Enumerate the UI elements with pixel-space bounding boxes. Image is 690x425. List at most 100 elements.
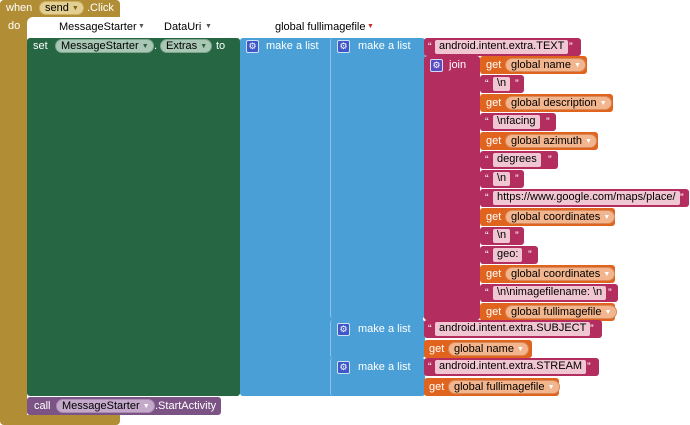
text-value[interactable]: \n [493, 229, 511, 243]
chevron-down-icon: ▼ [604, 309, 612, 316]
get-variable-text: global description [511, 97, 597, 109]
get-label: get [486, 306, 502, 318]
quote-open-icon: “ [485, 173, 489, 185]
chevron-down-icon: ▼ [574, 62, 581, 69]
quote-open-icon: “ [485, 78, 489, 90]
chevron-down-icon: ▼ [138, 23, 145, 30]
quote-close-icon: ” [528, 249, 532, 261]
event-name-label: .Click [87, 2, 114, 14]
get-label: get [486, 211, 502, 223]
quote-close-icon: ” [608, 287, 612, 299]
list2-make-a-list-block[interactable] [330, 320, 425, 358]
set-dot: . [154, 40, 158, 52]
get-variable-text: global name [454, 343, 514, 355]
gear-icon[interactable]: ⚙ [337, 323, 350, 336]
chevron-down-icon: ▼ [141, 43, 149, 50]
outer-list-label: make a list [266, 40, 319, 52]
do-label: do [8, 20, 21, 32]
set-extras-block[interactable] [27, 38, 240, 396]
quote-open-icon: “ [485, 249, 489, 261]
list1-key-text[interactable]: android.intent.extra.TEXT [435, 40, 569, 54]
header-component-label[interactable]: MessageStarter [59, 21, 137, 33]
set-component-dropdown[interactable]: MessageStarter ▼ [55, 39, 154, 53]
call-label: call [34, 400, 51, 412]
gear-icon[interactable]: ⚙ [246, 40, 259, 53]
chevron-down-icon: ▼ [517, 346, 524, 353]
text-value[interactable]: degrees [493, 153, 541, 167]
quote-close-icon: ” [515, 230, 519, 242]
list1-label: make a list [358, 40, 411, 52]
quote-close-icon: ” [515, 78, 519, 90]
join-label: join [449, 59, 467, 71]
get-label: get [486, 268, 502, 280]
set-label: set [33, 40, 48, 52]
quote-close-icon: ” [569, 41, 573, 53]
set-property-text: Extras [166, 40, 198, 52]
chevron-down-icon: ▼ [585, 138, 592, 145]
chevron-down-icon: ▼ [367, 23, 374, 30]
get-label: get [429, 343, 445, 355]
quote-open-icon: “ [485, 154, 489, 166]
get-variable-text: global name [511, 59, 571, 71]
call-component-text: MessageStarter [62, 400, 140, 412]
header-property-label[interactable]: DataUri [164, 21, 202, 33]
quote-close-icon: ” [587, 361, 591, 373]
quote-close-icon: ” [590, 323, 594, 335]
call-method-label: .StartActivity [155, 400, 217, 412]
list1-make-a-list-block[interactable] [330, 38, 425, 318]
get-variable-text: global fullimagefile [454, 381, 545, 393]
chevron-down-icon: ▼ [603, 214, 611, 221]
to-label: to [216, 40, 226, 52]
call-component-dropdown[interactable]: MessageStarter▼ [56, 399, 155, 413]
chevron-down-icon: ▼ [142, 403, 150, 410]
get-variable-dropdown[interactable]: global azimuth▼ [505, 134, 597, 148]
event-component-dropdown[interactable]: send ▼ [39, 1, 84, 15]
list3-key-text[interactable]: android.intent.extra.STREAM [435, 360, 587, 374]
quote-open-icon: “ [485, 230, 489, 242]
get-variable-dropdown[interactable]: global fullimagefile▼ [448, 380, 560, 394]
get-variable-text: global coordinates [511, 211, 601, 223]
chevron-down-icon: ▼ [599, 100, 607, 107]
chevron-down-icon: ▼ [603, 271, 611, 278]
quote-open-icon: “ [485, 192, 489, 204]
text-value[interactable]: \n\nimagefilename: \n [493, 286, 607, 300]
join-block[interactable] [424, 56, 480, 320]
get-label: get [486, 59, 502, 71]
gear-icon[interactable]: ⚙ [337, 361, 350, 374]
text-value[interactable]: \n [493, 172, 511, 186]
get-variable-dropdown[interactable]: global name▼ [505, 58, 586, 72]
text-value[interactable]: \nfacing [493, 115, 540, 129]
when-label: when [6, 2, 33, 14]
chevron-down-icon: ▼ [71, 5, 79, 12]
get-label: get [429, 381, 445, 393]
text-value[interactable]: geo: [493, 248, 523, 262]
get-variable-dropdown[interactable]: global coordinates▼ [505, 210, 616, 224]
get-variable-text: global coordinates [511, 268, 601, 280]
gear-icon[interactable]: ⚙ [337, 40, 350, 53]
chevron-down-icon: ▼ [547, 384, 555, 391]
set-component-text: MessageStarter [61, 40, 139, 52]
text-value[interactable]: https://www.google.com/maps/place/ [493, 191, 680, 205]
get-variable-dropdown[interactable]: global fullimagefile▼ [505, 305, 617, 319]
get-variable-text: global azimuth [511, 135, 582, 147]
set-property-dropdown[interactable]: Extras ▼ [160, 39, 213, 53]
text-value[interactable]: \n [493, 77, 511, 91]
get-variable-dropdown[interactable]: global name▼ [448, 342, 529, 356]
get-label: get [486, 135, 502, 147]
get-variable-text: global fullimagefile [511, 306, 602, 318]
get-variable-dropdown[interactable]: global description▼ [505, 96, 612, 110]
quote-open-icon: “ [485, 287, 489, 299]
quote-open-icon: “ [428, 361, 432, 373]
quote-close-icon: ” [548, 154, 552, 166]
quote-open-icon: “ [485, 116, 489, 128]
quote-close-icon: ” [680, 192, 684, 204]
event-component-text: send [45, 2, 69, 14]
get-variable-dropdown[interactable]: global coordinates▼ [505, 267, 616, 281]
quote-open-icon: “ [428, 323, 432, 335]
chevron-down-icon: ▼ [200, 43, 208, 50]
list2-key-text[interactable]: android.intent.extra.SUBJECT [435, 322, 591, 336]
gear-icon[interactable]: ⚙ [430, 59, 443, 72]
quote-close-icon: ” [515, 173, 519, 185]
header-variable-label[interactable]: global fullimagefile [275, 21, 366, 33]
get-label: get [486, 97, 502, 109]
